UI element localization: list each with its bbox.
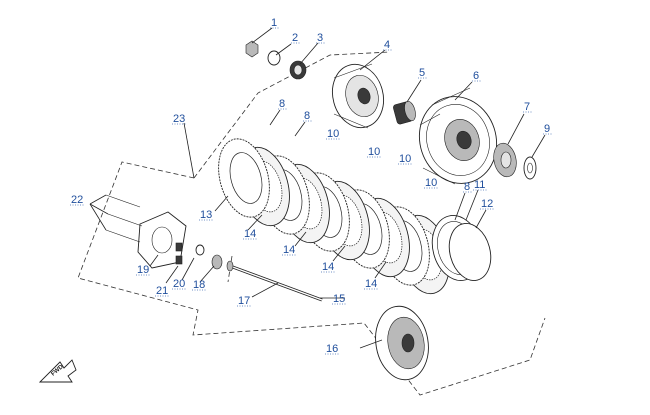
label-5: 5 bbox=[419, 67, 425, 79]
fwd-direction-arrow: FWD bbox=[38, 359, 77, 383]
label-19: 19 bbox=[137, 264, 149, 276]
label-16: 16 bbox=[326, 343, 338, 355]
label-13: 13 bbox=[200, 209, 212, 221]
clutch-hub bbox=[332, 63, 384, 129]
label-8-upper-left: 8 bbox=[279, 98, 285, 110]
primary-gear bbox=[493, 142, 517, 178]
label-14-b: 14 bbox=[283, 244, 295, 256]
label-2: 2 bbox=[292, 32, 298, 44]
label-11: 11 bbox=[474, 179, 485, 191]
label-1: 1 bbox=[271, 17, 277, 29]
label-21: 21 bbox=[156, 285, 168, 297]
label-7: 7 bbox=[524, 101, 530, 113]
label-8-upper-right: 8 bbox=[304, 110, 310, 122]
label-12: 12 bbox=[481, 198, 493, 210]
nut-and-washers bbox=[245, 40, 307, 80]
label-10-c: 10 bbox=[399, 153, 411, 165]
label-4: 4 bbox=[384, 39, 390, 51]
clutch-basket bbox=[418, 87, 498, 185]
push-rod bbox=[226, 260, 323, 302]
label-15: 15 bbox=[333, 293, 345, 305]
label-10-a: 10 bbox=[327, 128, 339, 140]
label-14-d: 14 bbox=[365, 278, 377, 290]
needle-bearing bbox=[393, 100, 416, 125]
label-17: 17 bbox=[238, 295, 250, 307]
label-23: 23 bbox=[173, 113, 185, 125]
label-8-lower: 8 bbox=[464, 181, 470, 193]
leader-lines bbox=[89, 27, 546, 349]
label-10-b: 10 bbox=[368, 146, 380, 158]
label-14-c: 14 bbox=[322, 261, 334, 273]
label-14-a: 14 bbox=[244, 228, 256, 240]
label-10-d: 10 bbox=[425, 177, 437, 189]
plate-inner-bore bbox=[229, 152, 263, 204]
pressure-rings bbox=[431, 215, 492, 281]
label-6: 6 bbox=[473, 70, 479, 82]
pressure-plate bbox=[375, 305, 429, 381]
label-20: 20 bbox=[173, 278, 185, 290]
release-cover bbox=[105, 194, 223, 270]
label-22: 22 bbox=[71, 194, 83, 206]
label-9: 9 bbox=[544, 123, 550, 135]
label-3: 3 bbox=[317, 32, 323, 44]
clutch-plate-stack bbox=[218, 138, 450, 295]
thrust-washer bbox=[523, 156, 537, 180]
callout-labels: 1 2 3 4 5 6 7 9 8 8 8 10 10 10 10 11 12 … bbox=[70, 17, 553, 355]
label-18: 18 bbox=[193, 279, 205, 291]
